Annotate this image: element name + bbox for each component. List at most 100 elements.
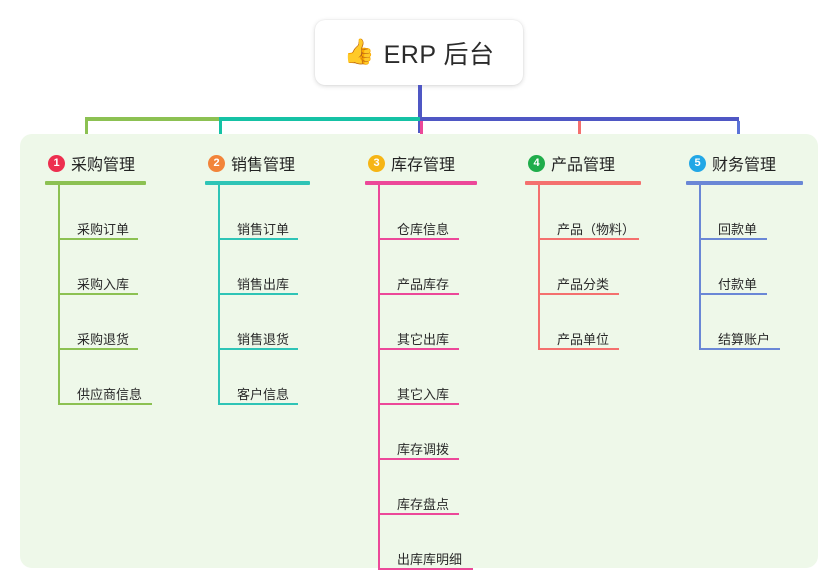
root-node-erp-backend[interactable]: 👍 ERP 后台: [315, 20, 523, 85]
branch-item-label: 出库库明细: [397, 552, 463, 567]
root-stem-connector: [418, 85, 422, 133]
branch-item-underline: [699, 293, 767, 295]
branch-trunk-line: [378, 185, 380, 570]
branch-item[interactable]: 结算账户: [686, 295, 803, 350]
branch-item[interactable]: 付款单: [686, 240, 803, 295]
branch-items-inventory: 仓库信息产品库存其它出库其它入库库存调拨库存盘点出库库明细: [365, 185, 477, 570]
branch-item-label: 其它出库: [397, 332, 450, 347]
branch-title: 产品管理: [551, 157, 616, 174]
branch-item-label: 销售订单: [237, 222, 290, 237]
branch-item-label: 库存盘点: [397, 497, 450, 512]
branch-column-sales: 2 销售管理销售订单销售出库销售退货客户信息: [205, 148, 310, 405]
branch-header-underline: [45, 181, 146, 185]
branch-item[interactable]: 其它出库: [365, 295, 477, 350]
branch-header-sales[interactable]: 2 销售管理: [205, 148, 310, 178]
branch-number-badge: 3: [368, 154, 385, 172]
branch-header-underline: [686, 181, 803, 185]
root-node-title: ERP 后台: [383, 40, 495, 69]
branch-item-underline: [378, 568, 473, 570]
branch-item-underline: [378, 513, 459, 515]
branch-item[interactable]: 采购退货: [45, 295, 146, 350]
branch-items-finance: 回款单付款单结算账户: [686, 185, 803, 350]
branch-item-underline: [378, 348, 459, 350]
branch-title: 销售管理: [231, 157, 296, 174]
branch-item-label: 产品单位: [557, 332, 610, 347]
branch-item-underline: [58, 403, 152, 405]
bar-teal: [219, 117, 420, 121]
bar-green: [85, 117, 219, 121]
branch-header-underline: [205, 181, 310, 185]
branch-item[interactable]: 销售退货: [205, 295, 310, 350]
branch-item-underline: [58, 348, 138, 350]
branch-item-label: 产品库存: [397, 277, 450, 292]
branch-item[interactable]: 客户信息: [205, 350, 310, 405]
branch-trunk-line: [218, 185, 220, 405]
branch-items-purchase: 采购订单采购入库采购退货供应商信息: [45, 185, 152, 405]
branch-item[interactable]: 其它入库: [365, 350, 477, 405]
branch-item[interactable]: 产品分类: [525, 240, 641, 295]
branch-items-sales: 销售订单销售出库销售退货客户信息: [205, 185, 310, 405]
branch-title: 库存管理: [391, 157, 456, 174]
branch-item[interactable]: 产品（物料）: [525, 185, 641, 240]
branch-item-underline: [538, 348, 619, 350]
branch-item-underline: [378, 403, 459, 405]
branch-item-label: 结算账户: [718, 332, 771, 347]
branch-title: 财务管理: [712, 157, 777, 174]
branch-header-product[interactable]: 4 产品管理: [525, 148, 641, 178]
branch-number-badge: 2: [208, 154, 225, 172]
branch-trunk-line: [538, 185, 540, 350]
branch-item-label: 销售出库: [237, 277, 290, 292]
branch-item-label: 采购入库: [77, 277, 130, 292]
branch-item[interactable]: 仓库信息: [365, 185, 477, 240]
branch-column-finance: 5 财务管理回款单付款单结算账户: [686, 148, 803, 350]
branch-item-label: 供应商信息: [77, 387, 143, 402]
branch-header-inventory[interactable]: 3 库存管理: [365, 148, 477, 178]
branch-item-label: 客户信息: [237, 387, 290, 402]
branch-item[interactable]: 销售出库: [205, 240, 310, 295]
branch-item-underline: [58, 293, 138, 295]
branch-item-underline: [58, 238, 138, 240]
branch-item[interactable]: 采购订单: [45, 185, 146, 240]
branch-item[interactable]: 采购入库: [45, 240, 146, 295]
branch-item-label: 库存调拨: [397, 442, 450, 457]
branch-items-product: 产品（物料） 产品分类产品单位: [525, 185, 641, 350]
branch-item-underline: [378, 458, 459, 460]
branch-item-underline: [699, 238, 767, 240]
branch-column-inventory: 3 库存管理仓库信息产品库存其它出库其它入库库存调拨库存盘点出库库明细: [365, 148, 477, 570]
branch-item[interactable]: 产品单位: [525, 295, 641, 350]
branch-item-label: 仓库信息: [397, 222, 450, 237]
branch-item-label: 销售退货: [237, 332, 290, 347]
branch-item-underline: [218, 238, 298, 240]
branch-item[interactable]: 出库库明细: [365, 515, 477, 570]
branch-number-badge: 4: [528, 154, 545, 172]
branch-item-underline: [538, 238, 639, 240]
branch-item-underline: [218, 348, 298, 350]
branch-item-underline: [378, 238, 459, 240]
branch-item[interactable]: 供应商信息: [45, 350, 152, 405]
branch-item-label: 其它入库: [397, 387, 450, 402]
branch-item-underline: [218, 293, 298, 295]
branch-item[interactable]: 回款单: [686, 185, 803, 240]
branch-item-label: 产品（物料）: [557, 222, 636, 237]
branch-item[interactable]: 产品库存: [365, 240, 477, 295]
bar-purple: [420, 117, 739, 121]
branch-header-underline: [365, 181, 477, 185]
branch-item[interactable]: 销售订单: [205, 185, 310, 240]
thumbs-up-icon: 👍: [343, 38, 375, 66]
branch-header-finance[interactable]: 5 财务管理: [686, 148, 803, 178]
branch-item[interactable]: 库存调拨: [365, 405, 477, 460]
branch-number-badge: 1: [48, 154, 65, 172]
branch-item-underline: [538, 293, 619, 295]
branch-number-badge: 5: [689, 154, 706, 172]
branch-item-label: 采购退货: [77, 332, 130, 347]
branch-column-product: 4 产品管理产品（物料） 产品分类产品单位: [525, 148, 641, 350]
branch-item-label: 采购订单: [77, 222, 130, 237]
branch-item-underline: [218, 403, 298, 405]
branch-item[interactable]: 库存盘点: [365, 460, 477, 515]
branch-item-underline: [699, 348, 780, 350]
branch-item-label: 产品分类: [557, 277, 610, 292]
